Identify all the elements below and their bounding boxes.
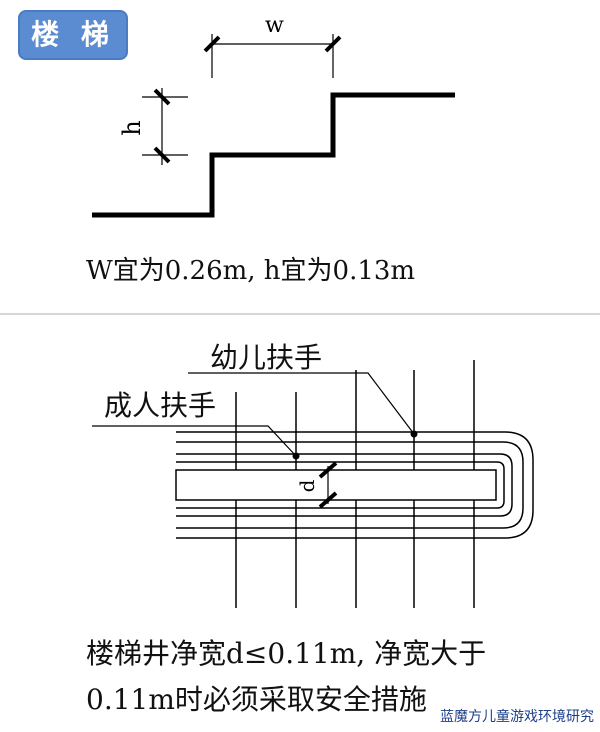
handrail-adult-outer	[176, 453, 513, 517]
section-title-badge: 楼 梯	[18, 10, 128, 60]
gap-tick-top	[318, 461, 338, 479]
stair-outline	[92, 92, 455, 218]
height-label: h	[118, 120, 146, 135]
section-divider	[0, 313, 600, 315]
gap-label: d	[295, 479, 319, 492]
handrail-child-outer	[176, 441, 524, 529]
stair-profile	[92, 92, 455, 218]
gap-tick-bottom	[318, 491, 338, 509]
width-dimension: w	[203, 13, 342, 78]
width-label: w	[265, 13, 284, 38]
height-tick-bottom	[153, 146, 171, 164]
child-handrail-label: 幼儿扶手	[210, 341, 323, 374]
stair-caption: W宜为0.26m, h宜为0.13m	[86, 256, 416, 286]
watermark-text: 蓝魔方儿童游戏环境研究	[440, 709, 594, 725]
adult-handrail-leader	[92, 425, 297, 457]
handrail-inner	[176, 461, 505, 509]
child-handrail-leader	[188, 372, 415, 435]
handrail-outer	[176, 431, 534, 539]
well-caption-line1: 楼梯井净宽d≤0.11m, 净宽大于	[86, 637, 487, 670]
height-dimension: h	[118, 88, 188, 165]
child-handrail-leader-dot	[410, 430, 418, 438]
adult-handrail-label: 成人扶手	[104, 389, 217, 422]
well-caption-line2: 0.11m时必须采取安全措施	[86, 683, 427, 716]
section-title: 楼 梯	[31, 18, 115, 51]
height-tick-top	[153, 88, 171, 106]
width-tick-left	[203, 35, 221, 53]
width-tick-right	[324, 35, 342, 53]
stair-well-plan: d	[92, 360, 534, 608]
adult-handrail-leader-dot	[292, 452, 300, 460]
